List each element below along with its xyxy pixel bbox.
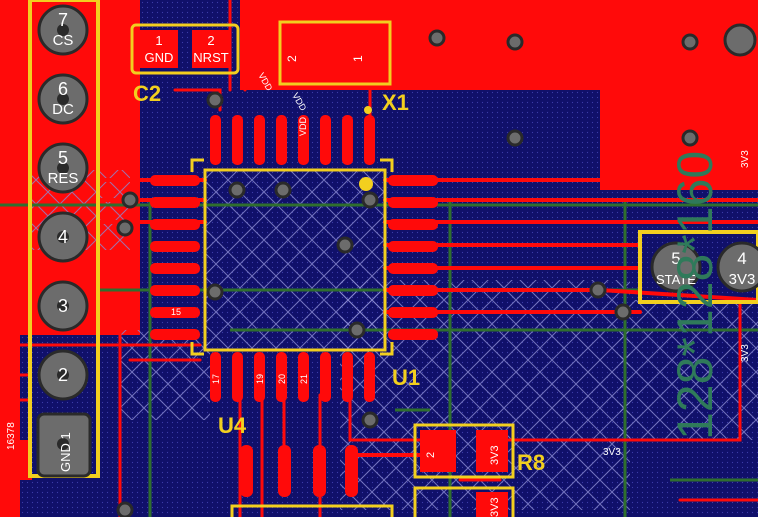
- module-pin-4-label: 3V3: [729, 271, 756, 288]
- header-pin-label: GND 1: [58, 432, 73, 472]
- u1-pin-label-19: 19: [255, 374, 265, 384]
- r8b-outline: [413, 486, 515, 517]
- net-label-3v3-bottom: 3V3: [603, 447, 621, 458]
- x1-pin1-dot: [364, 106, 372, 114]
- x1-pad-1-num: 1: [351, 55, 365, 62]
- crystal-x1: 2 1 X1: [278, 20, 409, 115]
- u1-body-outline: [203, 168, 387, 352]
- header-pin-hole: [57, 24, 69, 36]
- header-pin-hole: [57, 369, 69, 381]
- header-pin-num: 2: [58, 365, 68, 385]
- header-pin-num: 3: [58, 296, 68, 316]
- header-pin-hole: [57, 93, 69, 105]
- c2-pad-2: [192, 30, 230, 68]
- u1-pin-label-17: 17: [211, 374, 221, 384]
- module-header-outline: [638, 230, 758, 304]
- outline-dimension-text: 128*128*160: [667, 151, 723, 440]
- header-pin-hole: [57, 300, 69, 312]
- c2-pad-1: [140, 30, 178, 68]
- r8-pad-1-label: 3V3: [489, 445, 501, 465]
- side-id-label: 16378: [6, 422, 17, 450]
- u1-pin-label-21: 21: [299, 374, 309, 384]
- header-pin-num: 7: [58, 10, 68, 30]
- header-pin-num: 6: [58, 79, 68, 99]
- header-pin-hole: [57, 231, 69, 243]
- x1-pad-1: [350, 26, 382, 82]
- c2-outline: [130, 23, 240, 75]
- net-label-3v3-right-top: 3V3: [740, 150, 751, 168]
- r8-outline: [413, 423, 515, 479]
- r8b-pad: [476, 492, 508, 517]
- x1-ref: X1: [382, 90, 409, 115]
- header-pin-label: RES: [48, 170, 79, 187]
- header-pin-num: 4: [58, 227, 68, 247]
- c2-pad-1-num: 1: [155, 33, 162, 48]
- c2-pad-2-num: 2: [207, 33, 214, 48]
- u4-ref: U4: [218, 413, 247, 438]
- x1-pad-2: [284, 26, 316, 82]
- u4-pins: [240, 445, 358, 497]
- header-pin-hole: [57, 162, 69, 174]
- u1-vdd-label-3: VDD: [298, 116, 308, 136]
- u1-pin-label-20: 20: [277, 374, 287, 384]
- header-pin-num: 5: [58, 148, 68, 168]
- header-pin-label: CS: [53, 32, 74, 49]
- resistor-r8: 2 3V3 R8 3V3: [413, 423, 545, 517]
- module-pin-5-label: STATE: [656, 272, 696, 287]
- u1-pin1-dot: [359, 177, 373, 191]
- net-label-3v3-right-mid: 3V3: [740, 344, 751, 362]
- header-pin-label: DC: [52, 101, 74, 118]
- ic-u1: 15 17 19 20 21 VDD VDD VDD U1: [150, 71, 438, 402]
- capacitor-c2: 1 GND 2 NRST C2: [130, 23, 240, 106]
- x1-outline: [278, 20, 392, 86]
- vias: [116, 23, 757, 517]
- module-pin-5-num: 5: [671, 249, 680, 268]
- r8-pad-2-num: 2: [425, 452, 437, 458]
- c2-ref: C2: [133, 81, 161, 106]
- r8-ref: R8: [517, 450, 545, 475]
- ic-u4: U4: [218, 413, 394, 517]
- module-header: 5 STATE 4 3V3: [638, 230, 758, 304]
- r8-pad-1: [476, 430, 508, 472]
- module-pin-5: [650, 241, 702, 293]
- u1-pin-label-15: 15: [171, 307, 181, 317]
- x1-pad-2-num: 2: [285, 55, 299, 62]
- r8b-pad-label: 3V3: [489, 497, 501, 517]
- module-pin-4: [716, 241, 758, 293]
- c2-pad-2-label: NRST: [193, 50, 228, 65]
- c2-pad-1-label: GND: [145, 50, 174, 65]
- u4-outline: [230, 504, 394, 517]
- u1-corner-marks: [190, 158, 394, 356]
- u1-ref: U1: [392, 365, 420, 390]
- module-pin-4-num: 4: [737, 249, 746, 268]
- header-pin-hole: [57, 438, 69, 450]
- r8-pad-2: [420, 430, 456, 472]
- u1-pins: [150, 115, 438, 402]
